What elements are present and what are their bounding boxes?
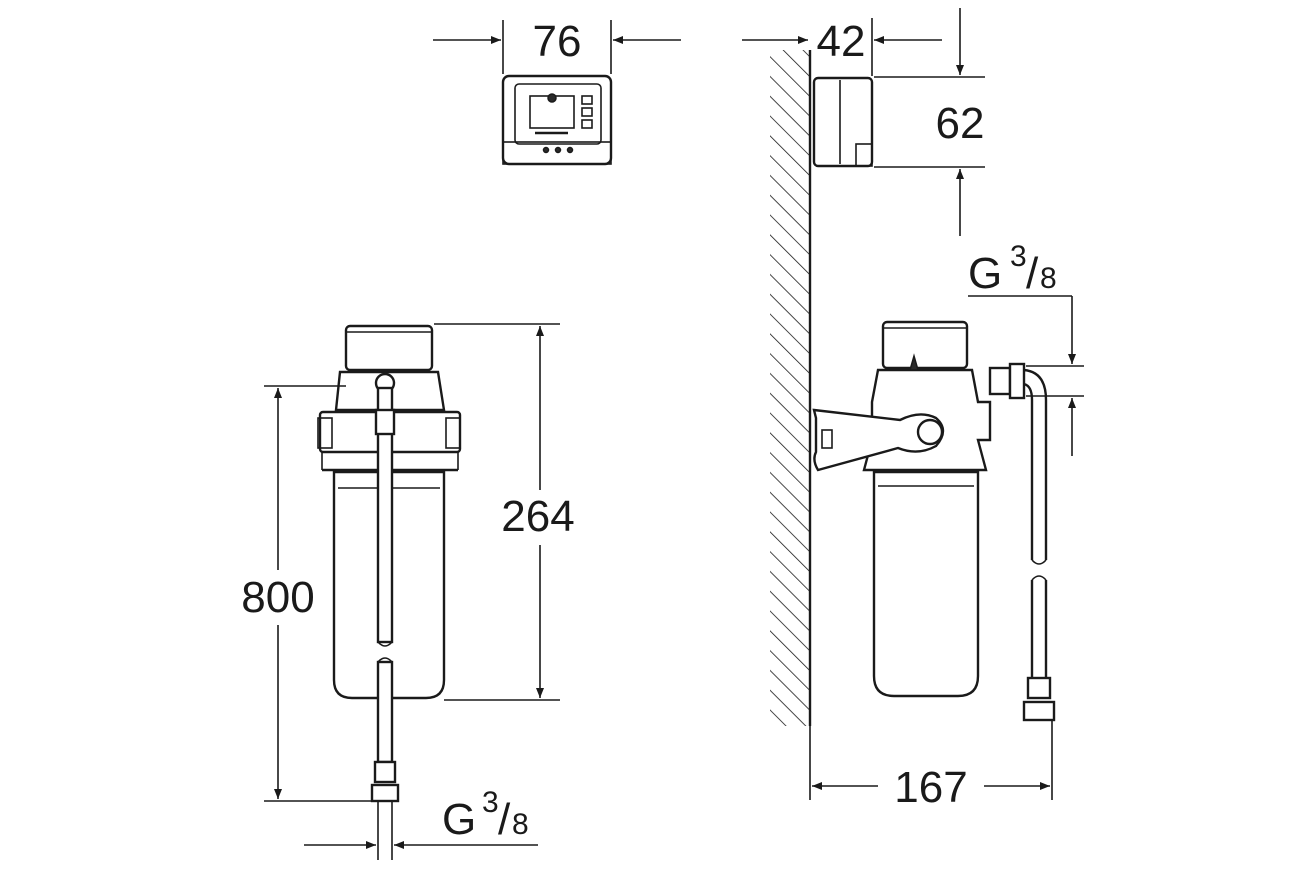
dimension-800-label: 800 [241, 573, 314, 622]
thread-side-outlet: G 3 / 8 [968, 240, 1084, 456]
filter-front-view [317, 324, 462, 860]
dimension-76-label: 76 [533, 17, 582, 66]
dimension-42-label: 42 [817, 17, 866, 66]
thread-side-slash: / [1026, 249, 1039, 298]
thread-side-letter: G [968, 249, 1002, 298]
thread-side-denominator: 8 [1040, 262, 1057, 295]
thread-bottom-outlet: G 3 / 8 [304, 786, 538, 849]
wall-hatching [770, 50, 812, 800]
filter-side-view [812, 320, 1056, 722]
thread-bottom-letter: G [442, 795, 476, 844]
dimension-62: 62 [874, 8, 985, 236]
controller-front-view [501, 74, 613, 166]
dimension-800: 800 [241, 385, 372, 802]
thread-bottom-slash: / [498, 795, 511, 844]
thread-side-numerator: 3 [1010, 240, 1027, 273]
dimension-264-label: 264 [501, 492, 574, 541]
controller-side-view [812, 76, 874, 168]
thread-bottom-numerator: 3 [482, 786, 499, 819]
dimension-62-label: 62 [936, 99, 985, 148]
dimension-167-label: 167 [894, 763, 967, 812]
dimension-76: 76 [433, 17, 681, 74]
dimension-264: 264 [434, 323, 575, 701]
dimension-167: 167 [812, 720, 1053, 812]
dimension-42: 42 [742, 17, 942, 76]
thread-bottom-denominator: 8 [512, 808, 529, 841]
